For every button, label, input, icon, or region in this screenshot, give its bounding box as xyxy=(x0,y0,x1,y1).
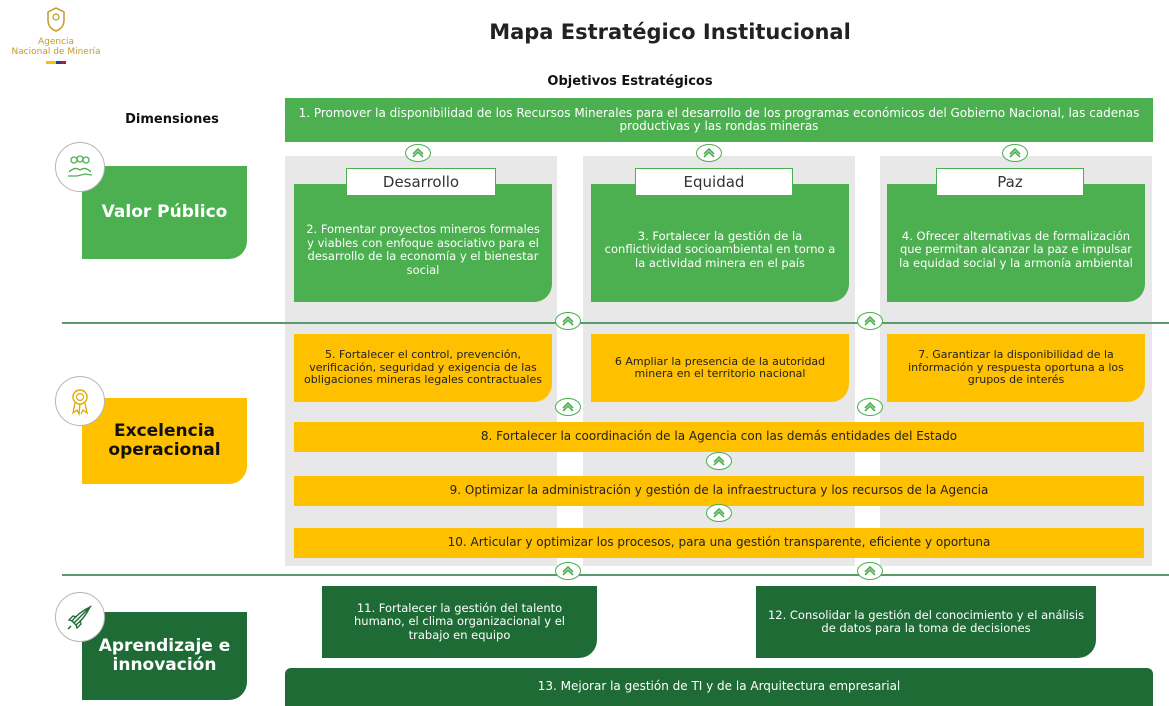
logo: Agencia Nacional de Minería xyxy=(0,6,112,66)
objective-9: 9. Optimizar la administración y gestión… xyxy=(294,476,1144,506)
chevron-up-icon xyxy=(857,312,883,330)
logo-line-2: Nacional de Minería xyxy=(11,47,101,57)
dimension-excelencia-operacional: Excelencia operacional xyxy=(82,398,247,484)
chevron-up-icon xyxy=(555,398,581,416)
chevron-up-icon xyxy=(555,562,581,580)
chevron-up-icon xyxy=(1002,144,1028,162)
dimensions-header: Dimensiones xyxy=(125,112,219,127)
objective-1: 1. Promover la disponibilidad de los Rec… xyxy=(285,98,1153,142)
page-title: Mapa Estratégico Institucional xyxy=(489,20,851,44)
objectives-header: Objetivos Estratégicos xyxy=(547,74,713,89)
objective-7: 7. Garantizar la disponibilidad de la in… xyxy=(887,334,1145,402)
objective-4: 4. Ofrecer alternativas de formalización… xyxy=(887,184,1145,302)
people-hand-icon xyxy=(55,142,105,192)
column-label-desarrollo: Desarrollo xyxy=(346,168,496,196)
chevron-up-icon xyxy=(706,452,732,470)
objective-2: 2. Fomentar proyectos mineros formales y… xyxy=(294,184,552,302)
objective-13: 13. Mejorar la gestión de TI y de la Arq… xyxy=(285,668,1153,706)
chevron-up-icon xyxy=(405,144,431,162)
coat-of-arms-icon xyxy=(47,7,65,32)
objective-3: 3. Fortalecer la gestión de la conflicti… xyxy=(591,184,849,302)
column-label-paz: Paz xyxy=(936,168,1084,196)
divider-line xyxy=(62,574,1169,576)
chevron-up-icon xyxy=(696,144,722,162)
column-label-equidad: Equidad xyxy=(635,168,793,196)
rocket-icon xyxy=(55,592,105,642)
objective-6: 6 Ampliar la presencia de la autoridad m… xyxy=(591,334,849,402)
flag-stripe xyxy=(46,61,66,64)
logo-line-1: Agencia xyxy=(37,37,75,47)
chevron-up-icon xyxy=(857,398,883,416)
objective-5: 5. Fortalecer el control, prevención, ve… xyxy=(294,334,552,402)
chevron-up-icon xyxy=(555,312,581,330)
objective-12: 12. Consolidar la gestión del conocimien… xyxy=(756,586,1096,658)
divider-line xyxy=(62,322,1169,324)
medal-icon xyxy=(55,376,105,426)
dimension-aprendizaje-innovacion: Aprendizaje e innovación xyxy=(82,612,247,700)
objective-11: 11. Fortalecer la gestión del talento hu… xyxy=(322,586,597,658)
objective-10: 10. Articular y optimizar los procesos, … xyxy=(294,528,1144,558)
objective-8: 8. Fortalecer la coordinación de la Agen… xyxy=(294,422,1144,452)
chevron-up-icon xyxy=(857,562,883,580)
chevron-up-icon xyxy=(706,504,732,522)
dimension-valor-publico: Valor Público xyxy=(82,166,247,259)
